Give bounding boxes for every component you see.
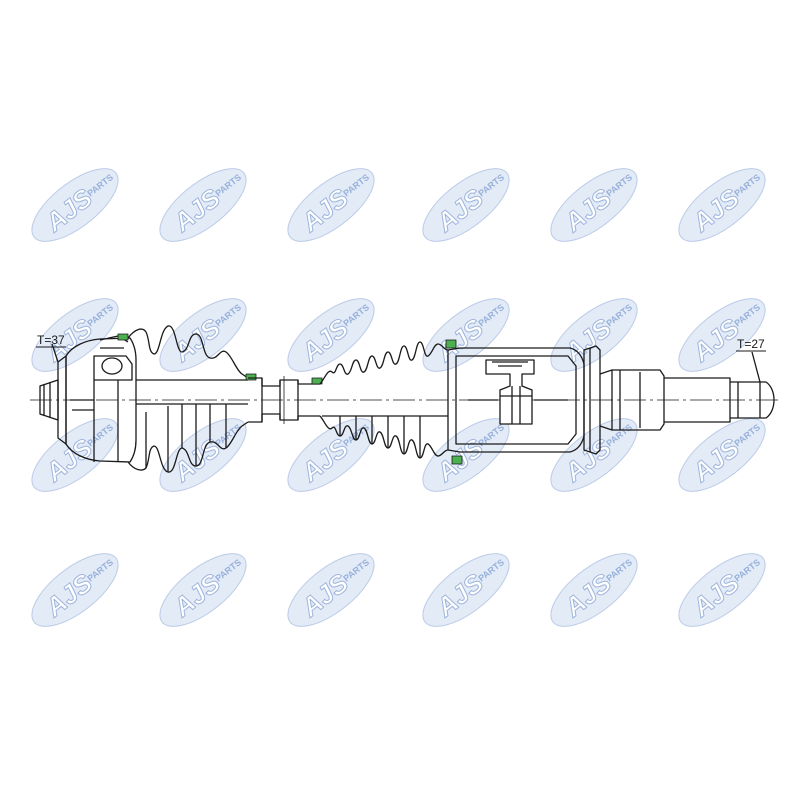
main-shaft bbox=[248, 376, 320, 424]
watermark-badge bbox=[159, 298, 247, 372]
inner-boot bbox=[319, 341, 449, 459]
watermark-badge bbox=[550, 553, 638, 627]
watermark-badge bbox=[550, 168, 638, 242]
watermark-badge bbox=[31, 298, 119, 372]
watermark-badge bbox=[287, 298, 375, 372]
boot-clamp-4 bbox=[445, 339, 457, 349]
watermark-badge bbox=[678, 168, 766, 242]
drive-shaft bbox=[30, 325, 780, 473]
watermark-badge bbox=[678, 418, 766, 492]
watermark-badge bbox=[31, 418, 119, 492]
watermark-badge bbox=[287, 553, 375, 627]
watermark-badge bbox=[550, 298, 638, 372]
watermark-badge bbox=[31, 553, 119, 627]
watermark-badge bbox=[159, 168, 247, 242]
watermark-badge bbox=[550, 418, 638, 492]
watermark-badge bbox=[422, 553, 510, 627]
watermark-badge bbox=[287, 168, 375, 242]
watermark-badge bbox=[31, 168, 119, 242]
watermark-badge bbox=[678, 553, 766, 627]
left-teeth-label: T=37 bbox=[37, 333, 65, 347]
watermark-badge bbox=[422, 298, 510, 372]
watermark-badge bbox=[678, 298, 766, 372]
watermark-badge bbox=[159, 553, 247, 627]
tripod-spider bbox=[485, 359, 535, 425]
outer-cv-joint bbox=[39, 335, 137, 463]
boot-clamp-5 bbox=[451, 455, 463, 465]
inner-cv-joint bbox=[447, 345, 775, 455]
outer-boot bbox=[127, 325, 249, 473]
right-teeth-label: T=27 bbox=[737, 337, 765, 351]
watermark-badge bbox=[422, 168, 510, 242]
boot-clamp-2 bbox=[245, 373, 257, 381]
boot-clamp-1 bbox=[117, 333, 129, 341]
